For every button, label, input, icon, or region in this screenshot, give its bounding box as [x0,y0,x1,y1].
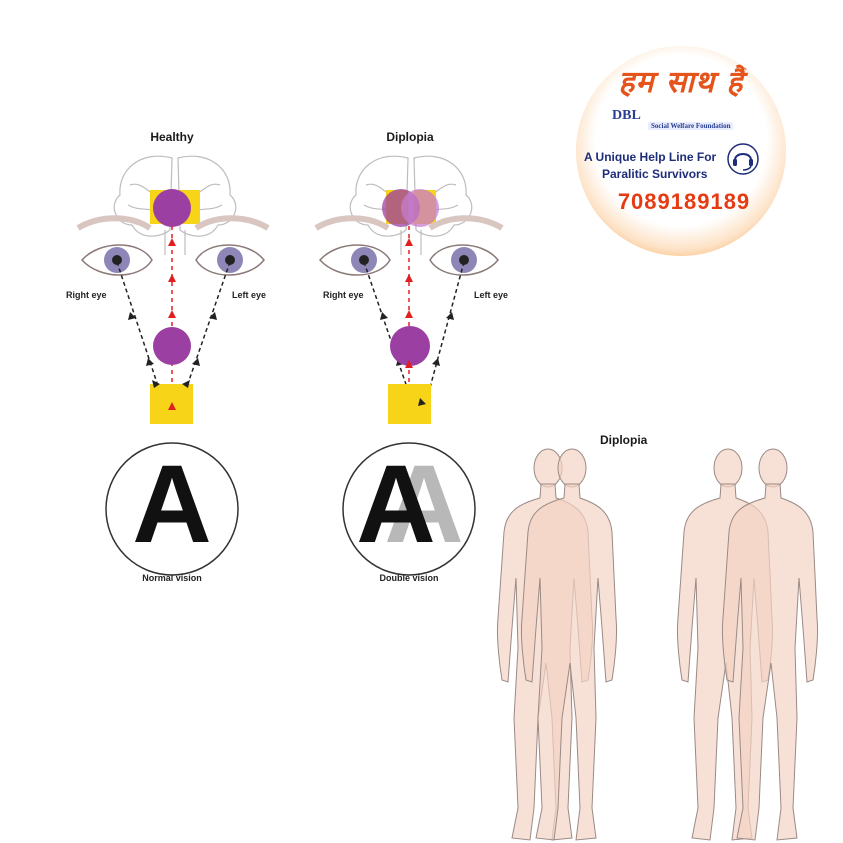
logo-foundation-text: Social Welfare Foundation [648,122,734,130]
double-vision-circle [342,442,476,576]
logo-phone-number: 7089189189 [617,189,751,214]
normal-vision-circle [105,442,239,576]
healthy-left-eye-label: Left eye [232,290,267,300]
diplopia-object-circle [390,326,430,366]
double-vision-caption: Double vision [379,573,439,583]
healthy-brain-image [153,189,191,227]
healthy-right-eye-label: Right eye [66,290,107,300]
diplopia-left-eye [429,244,499,276]
healthy-right-eye [80,244,153,276]
logo-help-line-1: A Unique Help Line For [584,150,717,164]
figure-pair-right [676,448,819,841]
diplopia-right-eye-label: Right eye [323,290,364,300]
figures-title: Diplopia [600,433,648,447]
double-vision-letter: A [356,443,436,566]
double-vision-ghost-letter: A [384,443,464,566]
healthy-title: Healthy [150,130,194,144]
diplopia-right-eye [318,244,391,276]
logo-hindi-text: हम साथ हैं [618,65,744,100]
figure-pair-left [496,448,618,841]
logo-help-line-2: Paralitic Survivors [602,167,708,181]
healthy-brain [113,155,237,255]
diplopia-brain-image-2 [401,189,439,227]
healthy-left-eye [195,244,265,276]
normal-vision-letter: A [132,443,212,566]
diplopia-title: Diplopia [386,130,434,144]
helpline-logo-badge: हम साथ हैं DBL Social Welfare Foundation… [576,46,786,256]
diplopia-left-eye-label: Left eye [474,290,509,300]
normal-vision-caption: Normal vision [142,573,202,583]
logo-dbl-text: DBL [612,108,641,123]
diplopia-brain [349,155,473,255]
healthy-object-circle [153,327,191,365]
headset-icon [727,143,759,175]
